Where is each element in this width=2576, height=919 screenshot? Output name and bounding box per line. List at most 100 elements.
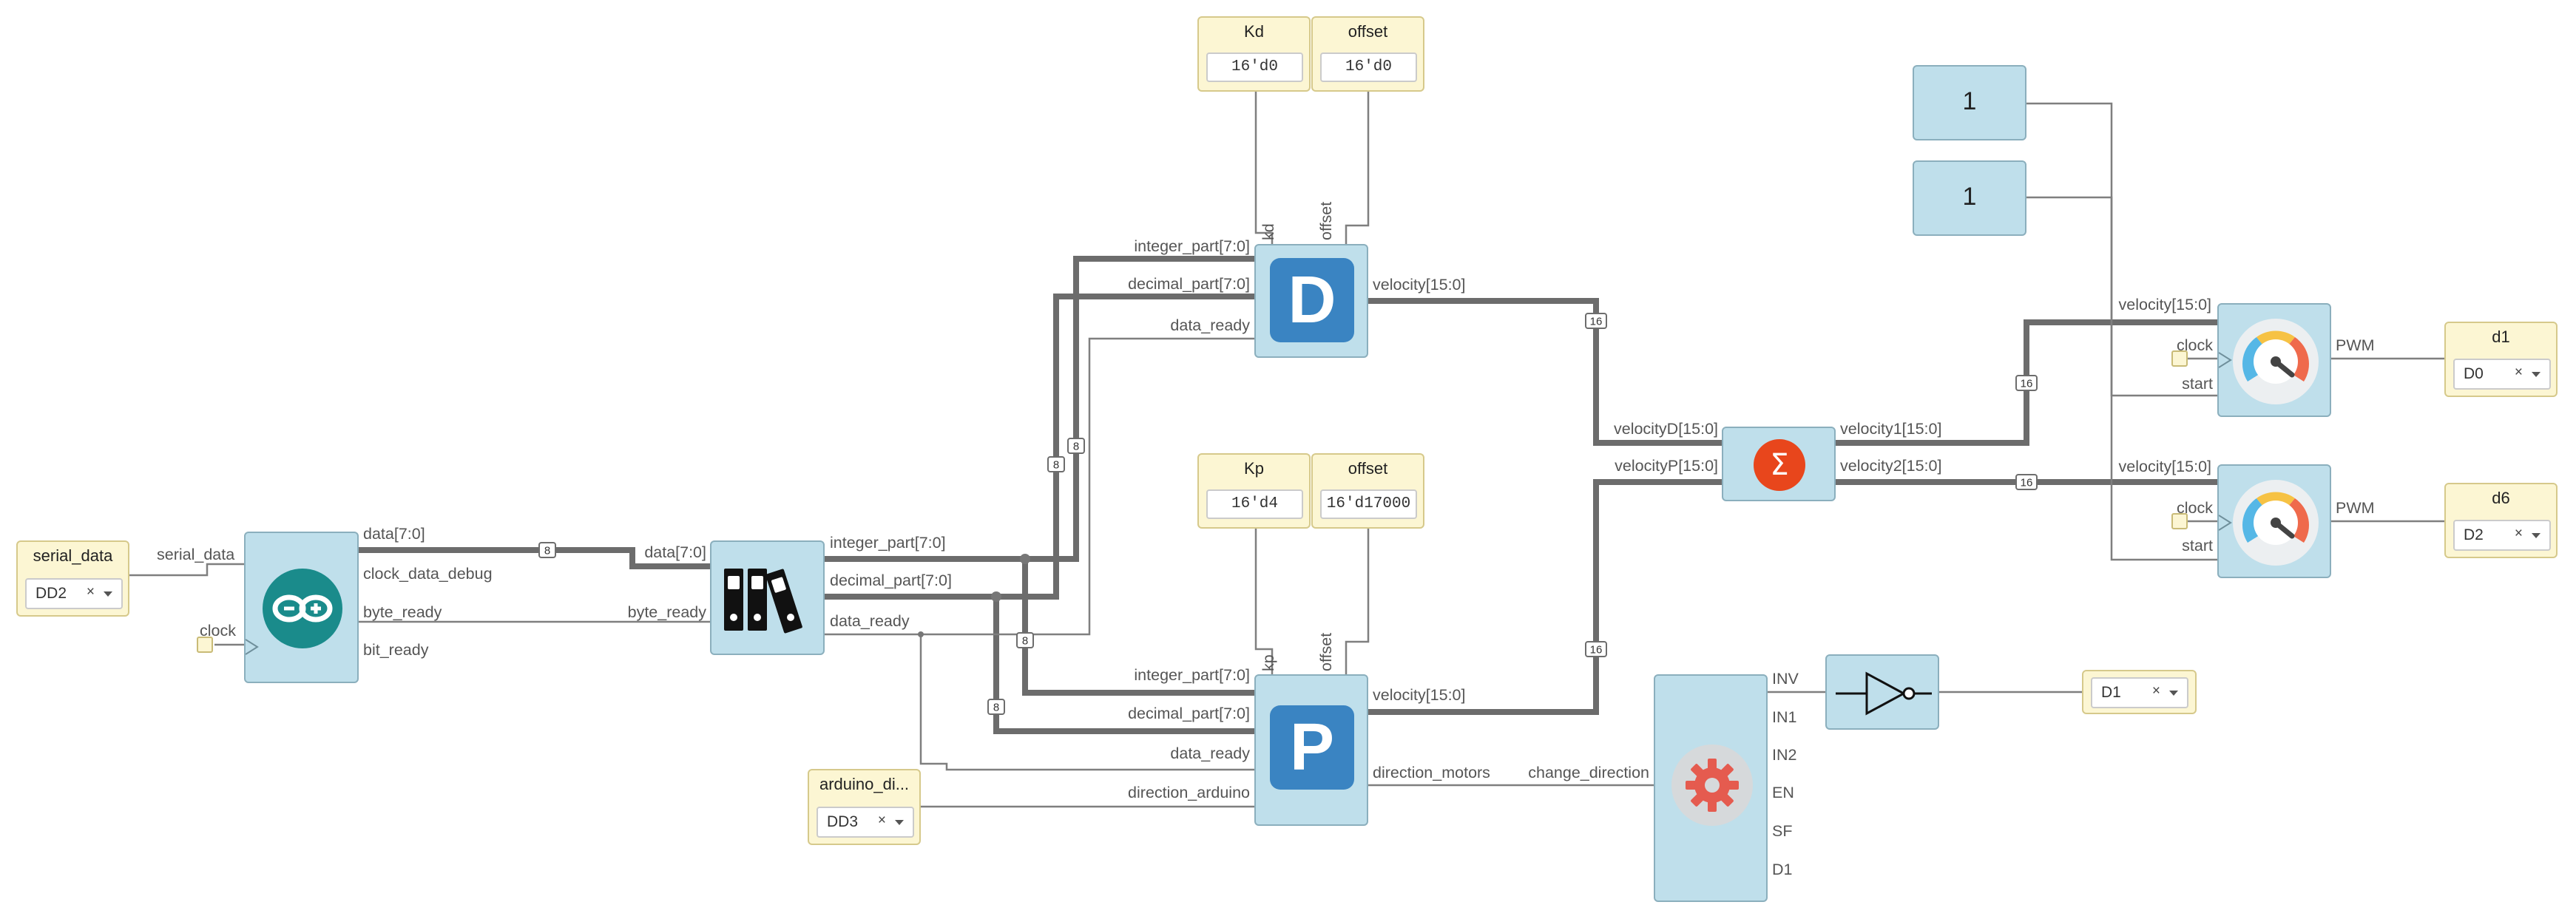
not-gate-icon xyxy=(1836,671,1932,716)
offset-p-param[interactable]: offset 16'd17000 xyxy=(1311,453,1424,529)
d-in-data-ready-label: data_ready xyxy=(1170,316,1250,334)
chevron-down-icon[interactable] xyxy=(104,591,112,597)
bus-width-tag-d-velocity: 16 xyxy=(1585,313,1607,329)
bus-width-tag-p-integer: 8 xyxy=(1016,632,1034,648)
pwm2-block[interactable] xyxy=(2217,464,2331,578)
d6-output[interactable]: d6 D2 × xyxy=(2444,483,2558,558)
d1-pin-output-select[interactable]: D1 × xyxy=(2091,677,2188,708)
d1-pin-output[interactable]: D1 × xyxy=(2082,670,2197,714)
wire-kd xyxy=(1254,90,1274,244)
p-block[interactable]: P xyxy=(1254,674,1368,826)
pwm1-block[interactable] xyxy=(2217,303,2331,417)
serial-data-title: serial_data xyxy=(33,546,113,565)
uart-out-data-label: data[7:0] xyxy=(363,525,425,543)
bus-width-tag-label: 8 xyxy=(1053,459,1059,472)
sum-in-p-label: velocityP[15:0] xyxy=(1615,457,1718,475)
offset-p-value[interactable]: 16'd17000 xyxy=(1320,489,1417,519)
arduino-direction-pin-select[interactable]: DD3 × xyxy=(817,807,914,838)
uart-out-bit-ready-label: bit_ready xyxy=(363,641,429,659)
arduino-direction-pin-value: DD3 xyxy=(827,813,859,830)
d-badge-icon: D xyxy=(1270,258,1354,342)
clear-icon[interactable]: × xyxy=(877,813,886,828)
d1-output[interactable]: d1 D0 × xyxy=(2444,322,2558,397)
pwm1-clock-triangle-icon xyxy=(2219,352,2232,368)
chevron-down-icon[interactable] xyxy=(2169,691,2178,696)
bus-width-tag-box xyxy=(2015,474,2038,490)
d-in-kd-label: kd xyxy=(1260,223,1277,240)
sum-block[interactable]: Σ xyxy=(1722,427,1836,501)
bus-width-tag-label: 8 xyxy=(544,545,550,557)
uart-block[interactable] xyxy=(244,532,359,683)
bus-integer-to-p xyxy=(1022,556,1257,696)
bus-width-tag-d-decimal: 8 xyxy=(1047,456,1065,472)
d-block[interactable]: D xyxy=(1254,244,1368,358)
pwm1-clock-pin[interactable] xyxy=(2171,350,2188,367)
constant-1-value: 1 xyxy=(1962,87,1977,115)
chevron-down-icon[interactable] xyxy=(2532,533,2540,538)
kd-value[interactable]: 16'd0 xyxy=(1206,52,1303,82)
bus-width-tag-velocity1: 16 xyxy=(2015,375,2038,391)
bus-width-tag-box xyxy=(538,542,556,558)
motor-driver-block[interactable] xyxy=(1654,674,1768,902)
clear-icon[interactable]: × xyxy=(2514,526,2523,541)
chevron-down-icon[interactable] xyxy=(895,820,904,825)
gear-icon xyxy=(1671,745,1753,826)
uart-out-clock-debug-label: clock_data_debug xyxy=(363,565,493,583)
kp-value[interactable]: 16'd4 xyxy=(1206,489,1303,519)
offset-d-value[interactable]: 16'd0 xyxy=(1320,52,1417,82)
pwm2-in-clock-label: clock xyxy=(2177,499,2213,517)
serial-data-pin-select[interactable]: DD2 × xyxy=(25,578,123,609)
d1-pin-value: D0 xyxy=(2464,365,2484,382)
bus-width-tag-box xyxy=(1585,313,1607,329)
clear-icon[interactable]: × xyxy=(86,584,95,600)
pwm2-in-start-label: start xyxy=(2182,537,2213,555)
driver-out-in2-label: IN2 xyxy=(1772,746,1797,764)
pwm2-clock-triangle-icon xyxy=(2219,515,2232,531)
chevron-down-icon[interactable] xyxy=(2532,372,2540,377)
driver-out-d1-label: D1 xyxy=(1772,861,1793,878)
bus-uart-data xyxy=(356,547,713,569)
d6-pin-select[interactable]: D2 × xyxy=(2453,520,2551,551)
sum-out-2-label: velocity2[15:0] xyxy=(1840,457,1942,475)
wire-offset-d xyxy=(1345,90,1370,244)
sum-out-1-label: velocity1[15:0] xyxy=(1840,420,1942,438)
bus-width-tag-label: 16 xyxy=(2021,477,2033,489)
d-in-integer-label: integer_part[7:0] xyxy=(1134,237,1250,255)
uart-in-clock-label: clock xyxy=(200,622,236,640)
offset-d-param[interactable]: offset 16'd0 xyxy=(1311,16,1424,92)
parser-out-data-ready-label: data_ready xyxy=(830,612,910,630)
bus-width-tag-box xyxy=(1047,456,1065,472)
kd-title: Kd xyxy=(1244,22,1264,41)
arduino-direction-input[interactable]: arduino_di... DD3 × xyxy=(808,769,921,845)
d1-pin-select[interactable]: D0 × xyxy=(2453,359,2551,390)
p-badge-icon: P xyxy=(1270,705,1354,790)
uart-clock-pin[interactable] xyxy=(197,637,213,653)
bus-p-velocity xyxy=(1365,479,1725,715)
parser-block[interactable] xyxy=(710,540,825,655)
serial-data-input[interactable]: serial_data DD2 × xyxy=(16,540,129,617)
constant-1-block[interactable]: 1 xyxy=(1913,65,2026,140)
uart-in-serial-label: serial_data xyxy=(157,546,235,563)
parser-out-decimal-label: decimal_part[7:0] xyxy=(830,572,952,589)
wire-kp xyxy=(1254,527,1274,674)
bus-d-velocity xyxy=(1365,298,1725,446)
d-in-decimal-label: decimal_part[7:0] xyxy=(1128,275,1250,293)
p-in-direction-label: direction_arduino xyxy=(1128,784,1250,801)
parser-out-integer-label: integer_part[7:0] xyxy=(830,534,946,552)
bus-integer-to-d xyxy=(822,256,1257,562)
arduino-icon xyxy=(263,569,342,648)
binders-icon xyxy=(724,569,802,634)
driver-out-inv-label: INV xyxy=(1772,670,1799,688)
bus-decimal-to-p xyxy=(993,594,1257,734)
bus-width-tag-label: 16 xyxy=(2021,378,2033,390)
junction-decimal xyxy=(991,591,1001,602)
pwm2-clock-pin[interactable] xyxy=(2171,513,2188,529)
kp-param[interactable]: Kp 16'd4 xyxy=(1197,453,1311,529)
clear-icon[interactable]: × xyxy=(2514,364,2523,380)
offset-d-title: offset xyxy=(1348,22,1388,41)
kd-param[interactable]: Kd 16'd0 xyxy=(1197,16,1311,92)
inverter-block[interactable] xyxy=(1825,654,1939,730)
constant-2-block[interactable]: 1 xyxy=(1913,160,2026,236)
svg-text:Σ: Σ xyxy=(1770,448,1788,482)
clear-icon[interactable]: × xyxy=(2151,683,2160,699)
